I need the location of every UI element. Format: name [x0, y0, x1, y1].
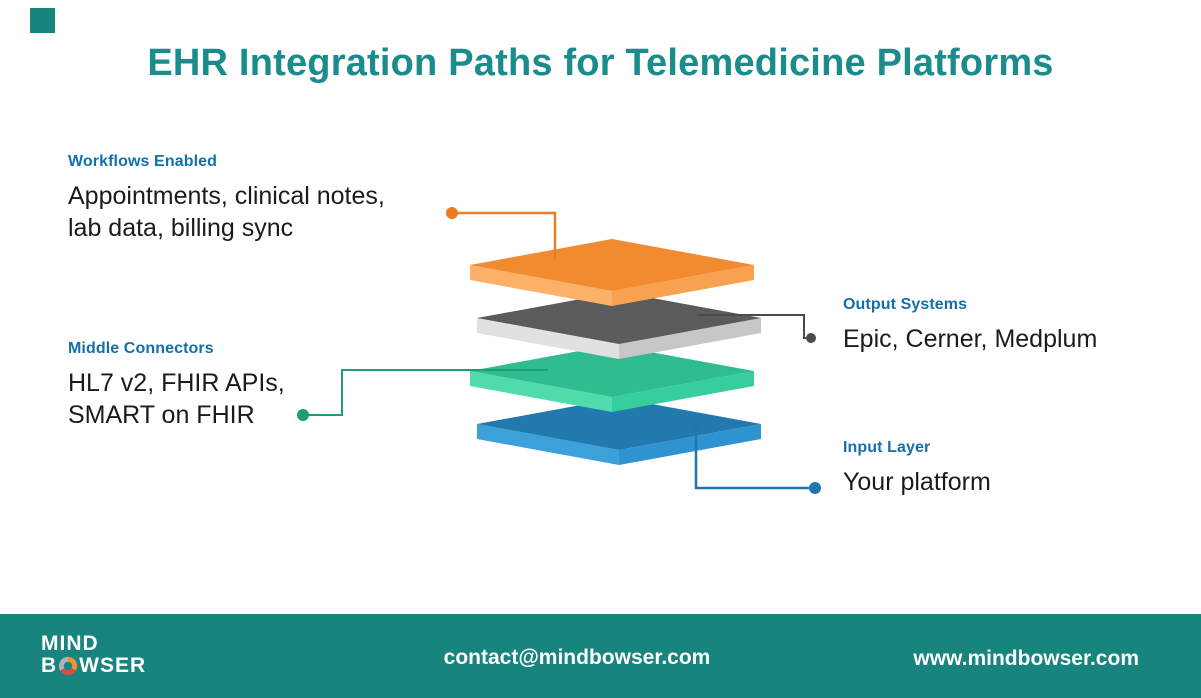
- corner-accent-square: [30, 8, 55, 33]
- callout-workflows-enabled: Workflows Enabled Appointments, clinical…: [68, 153, 385, 244]
- logo-text-bowser: B WSER: [41, 655, 146, 677]
- callout-label: Middle Connectors: [68, 340, 214, 357]
- callout-middle-connectors: Middle Connectors HL7 v2, FHIR APIs, SMA…: [68, 340, 285, 431]
- logo-text-mind: MIND: [41, 632, 99, 655]
- contact-email-link[interactable]: contact@mindbowser.com: [443, 646, 711, 669]
- page-title: EHR Integration Paths for Telemedicine P…: [147, 42, 1054, 84]
- callout-text-line: Epic, Cerner, Medplum: [843, 325, 1098, 353]
- callout-text: HL7 v2, FHIR APIs, SMART on FHIR: [68, 367, 285, 431]
- callout-text-line: SMART on FHIR: [68, 401, 255, 429]
- slab-top-face: [477, 398, 761, 450]
- connector-dot-output: [806, 333, 816, 343]
- logo-text-wser: WSER: [79, 654, 147, 677]
- callout-input-layer: Input Layer Your platform: [843, 439, 991, 498]
- callout-output-systems: Output Systems Epic, Cerner, Medplum: [843, 296, 1097, 355]
- slab-left-face: [470, 265, 612, 306]
- callout-text: Your platform: [843, 466, 991, 498]
- connector-dot-workflows: [446, 207, 458, 219]
- footer-bar: MIND B WSER contact@mindbowser.com www.m…: [0, 614, 1201, 698]
- website-link[interactable]: www.mindbowser.com: [913, 647, 1139, 670]
- connector-dot-middle: [297, 409, 309, 421]
- slab-top-face: [477, 292, 761, 344]
- connector-dot-input: [809, 482, 821, 494]
- callout-label: Input Layer: [843, 439, 931, 456]
- callout-text-line: Appointments, clinical notes,: [68, 182, 385, 210]
- slab-right-face: [612, 265, 754, 306]
- callout-text: Epic, Cerner, Medplum: [843, 323, 1097, 355]
- callout-text: Appointments, clinical notes, lab data, …: [68, 180, 385, 244]
- layer-slab-workflows: [470, 239, 754, 307]
- callout-text-line: HL7 v2, FHIR APIs,: [68, 369, 285, 397]
- callout-label: Workflows Enabled: [68, 153, 217, 170]
- callout-text-line: Your platform: [843, 468, 991, 496]
- logo-text-b: B: [41, 654, 58, 677]
- logo-swirl-o-icon: [59, 656, 78, 676]
- slab-right-face: [612, 371, 754, 412]
- callout-text-line: lab data, billing sync: [68, 214, 294, 242]
- slab-left-face: [477, 318, 619, 359]
- mindbowser-logo: MIND B WSER: [41, 633, 146, 677]
- slab-left-face: [477, 424, 619, 465]
- callout-label: Output Systems: [843, 296, 968, 313]
